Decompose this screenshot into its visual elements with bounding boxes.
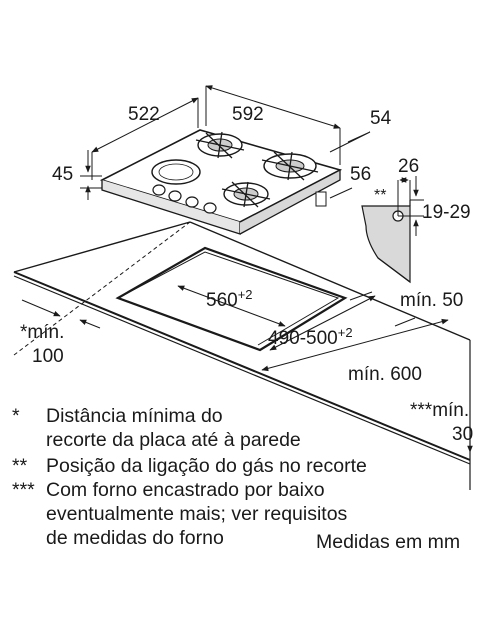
note-3-mark: *** xyxy=(12,479,35,501)
dim-min-600: mín. 600 xyxy=(348,364,422,385)
dim-cutout-depth: 490-500+2 xyxy=(268,325,353,349)
note-1-line-2: recorte da placa até à parede xyxy=(46,429,301,451)
hob xyxy=(99,129,343,235)
note-3-line-1: Com forno encastrado por baixo xyxy=(46,479,325,501)
dim-depth: 522 xyxy=(128,104,160,125)
note-3-line-3: de medidas do forno xyxy=(46,527,224,549)
dim-min-100: *mín. xyxy=(20,322,64,343)
note-1: * Distância mínima do recorte da placa at… xyxy=(12,404,301,452)
dim-min-30-value: 30 xyxy=(452,424,473,445)
dim-min-50: mín. 50 xyxy=(400,290,463,311)
dim-thickness: 45 xyxy=(52,164,73,185)
note-1-mark: * xyxy=(12,405,20,427)
dim-gas-height: 19-29 xyxy=(422,202,471,223)
note-2-mark: ** xyxy=(12,455,28,477)
note-1-line-1: Distância mínima do xyxy=(46,405,223,427)
note-3-line-2: eventualmente mais; ver requisitos xyxy=(46,503,348,525)
note-2-line-1: Posição da ligação do gás no recorte xyxy=(46,455,367,477)
dim-gas-offset: 56 xyxy=(350,164,371,185)
dim-width: 592 xyxy=(232,104,264,125)
dim-gas-width: 26 xyxy=(398,156,419,177)
note-2: ** Posição da ligação do gás no recorte xyxy=(12,454,367,478)
dim-min-100-value: 100 xyxy=(32,346,64,367)
note-3: *** Com forno encastrado por baixo eventu… xyxy=(12,478,347,550)
units-label: Medidas em mm xyxy=(316,531,461,553)
gas-connection-detail xyxy=(361,176,424,284)
dim-right-offset: 54 xyxy=(370,108,392,129)
dim-cutout-width: 560+2 xyxy=(206,287,253,311)
dimension-lines xyxy=(21,85,473,453)
dim-min-30: ***mín. xyxy=(410,400,469,421)
dim-gas-mark: ** xyxy=(374,187,386,204)
